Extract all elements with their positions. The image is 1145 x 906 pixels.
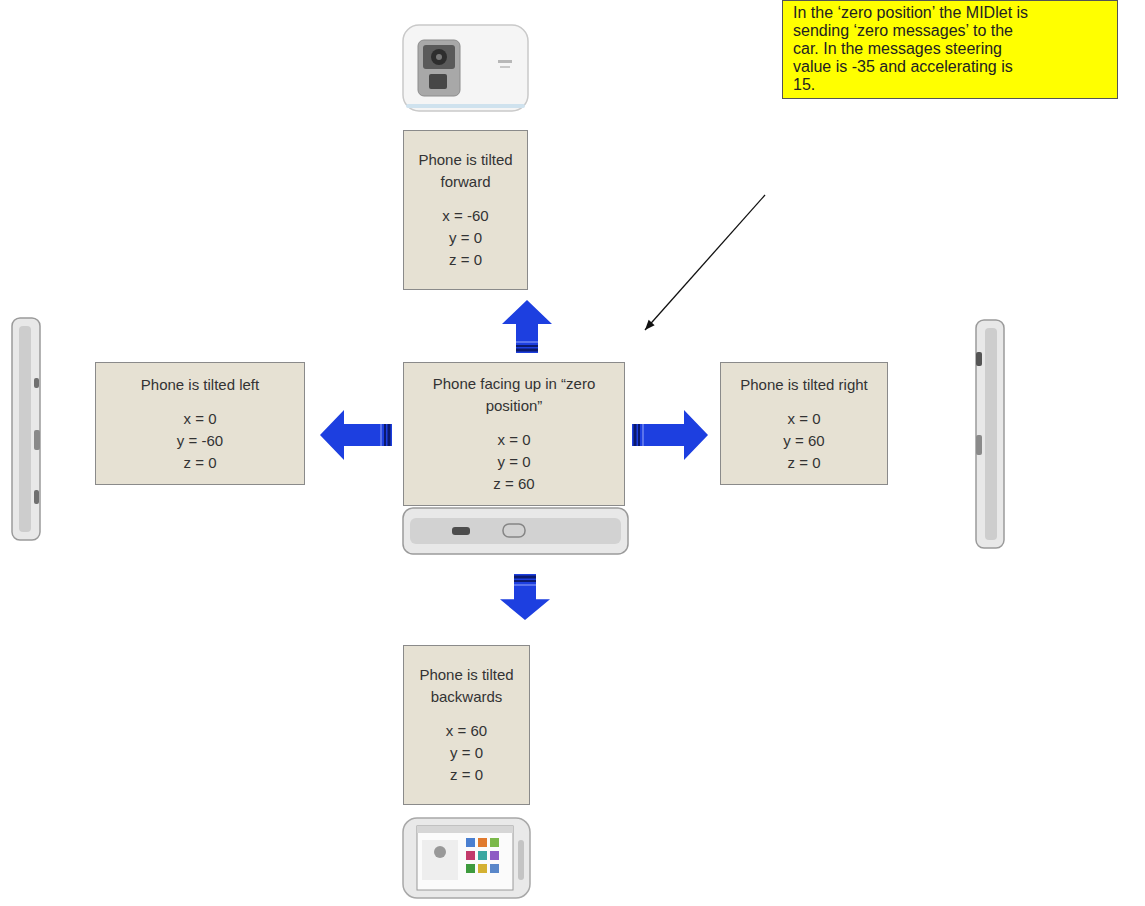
- arrow-stripe: [642, 424, 644, 446]
- phone-back: [403, 25, 528, 111]
- leader-line: [645, 195, 765, 330]
- state-box: Phone is tilted forward x = -60y = 0z = 0: [403, 130, 528, 290]
- note-text: In the ‘zero position’ the MIDlet is sen…: [793, 4, 1031, 94]
- arrow-stripe: [514, 580, 536, 582]
- connector: [632, 410, 708, 460]
- axis-value: x = 0: [498, 429, 531, 451]
- box-heading: Phone is tilted forward: [412, 149, 519, 193]
- arrow-stripe: [388, 424, 391, 446]
- arrow-stripe: [516, 345, 538, 347]
- connector: [320, 410, 392, 460]
- axis-value: x = 60: [446, 720, 487, 742]
- axis-value: z = 0: [184, 452, 217, 474]
- state-box: Phone is tilted backwards x = 60y = 0z = …: [403, 645, 530, 805]
- axis-value: x = 0: [788, 408, 821, 430]
- arrow-stripe: [516, 341, 538, 343]
- connector: [500, 574, 550, 620]
- axis-value: y = 0: [449, 227, 482, 249]
- phone-side-right: [976, 320, 1004, 548]
- block-arrow: [502, 300, 552, 353]
- arrow-stripe: [380, 424, 382, 446]
- arrow-stripe: [514, 576, 536, 579]
- axis-value: x = 0: [184, 408, 217, 430]
- axis-value: x = -60: [442, 205, 488, 227]
- axis-value: z = 60: [493, 473, 534, 495]
- box-heading: Phone is tilted right: [740, 374, 868, 396]
- axis-value: z = 0: [450, 764, 483, 786]
- phone-front: [403, 818, 530, 898]
- phone-side-left: [12, 318, 40, 540]
- arrow-stripe: [514, 584, 536, 586]
- box-heading: Phone is tilted backwards: [412, 664, 521, 708]
- box-heading: Phone facing up in “zero position”: [412, 373, 616, 417]
- arrowhead: [645, 320, 655, 330]
- arrow-stripe: [516, 349, 538, 352]
- block-arrow: [500, 574, 550, 620]
- phone-edge: [403, 508, 628, 554]
- arrow-stripe: [634, 424, 637, 446]
- arrow-stripe: [384, 424, 386, 446]
- block-arrow: [320, 410, 392, 460]
- axis-value: z = 0: [788, 452, 821, 474]
- state-box: Phone is tilted left x = 0y = -60z = 0: [95, 362, 305, 485]
- axis-value: z = 0: [449, 249, 482, 271]
- callout-note: In the ‘zero position’ the MIDlet is sen…: [782, 0, 1118, 99]
- axis-value: y = 60: [783, 430, 824, 452]
- axis-value: y = -60: [177, 430, 223, 452]
- state-box: Phone is tilted right x = 0y = 60z = 0: [720, 362, 888, 485]
- block-arrow: [632, 410, 708, 460]
- state-box: Phone facing up in “zero position” x = 0y…: [403, 362, 625, 506]
- arrow-stripe: [638, 424, 640, 446]
- connector: [502, 300, 552, 353]
- box-heading: Phone is tilted left: [141, 374, 259, 396]
- axis-value: y = 0: [498, 451, 531, 473]
- axis-value: y = 0: [450, 742, 483, 764]
- connector: [645, 195, 765, 330]
